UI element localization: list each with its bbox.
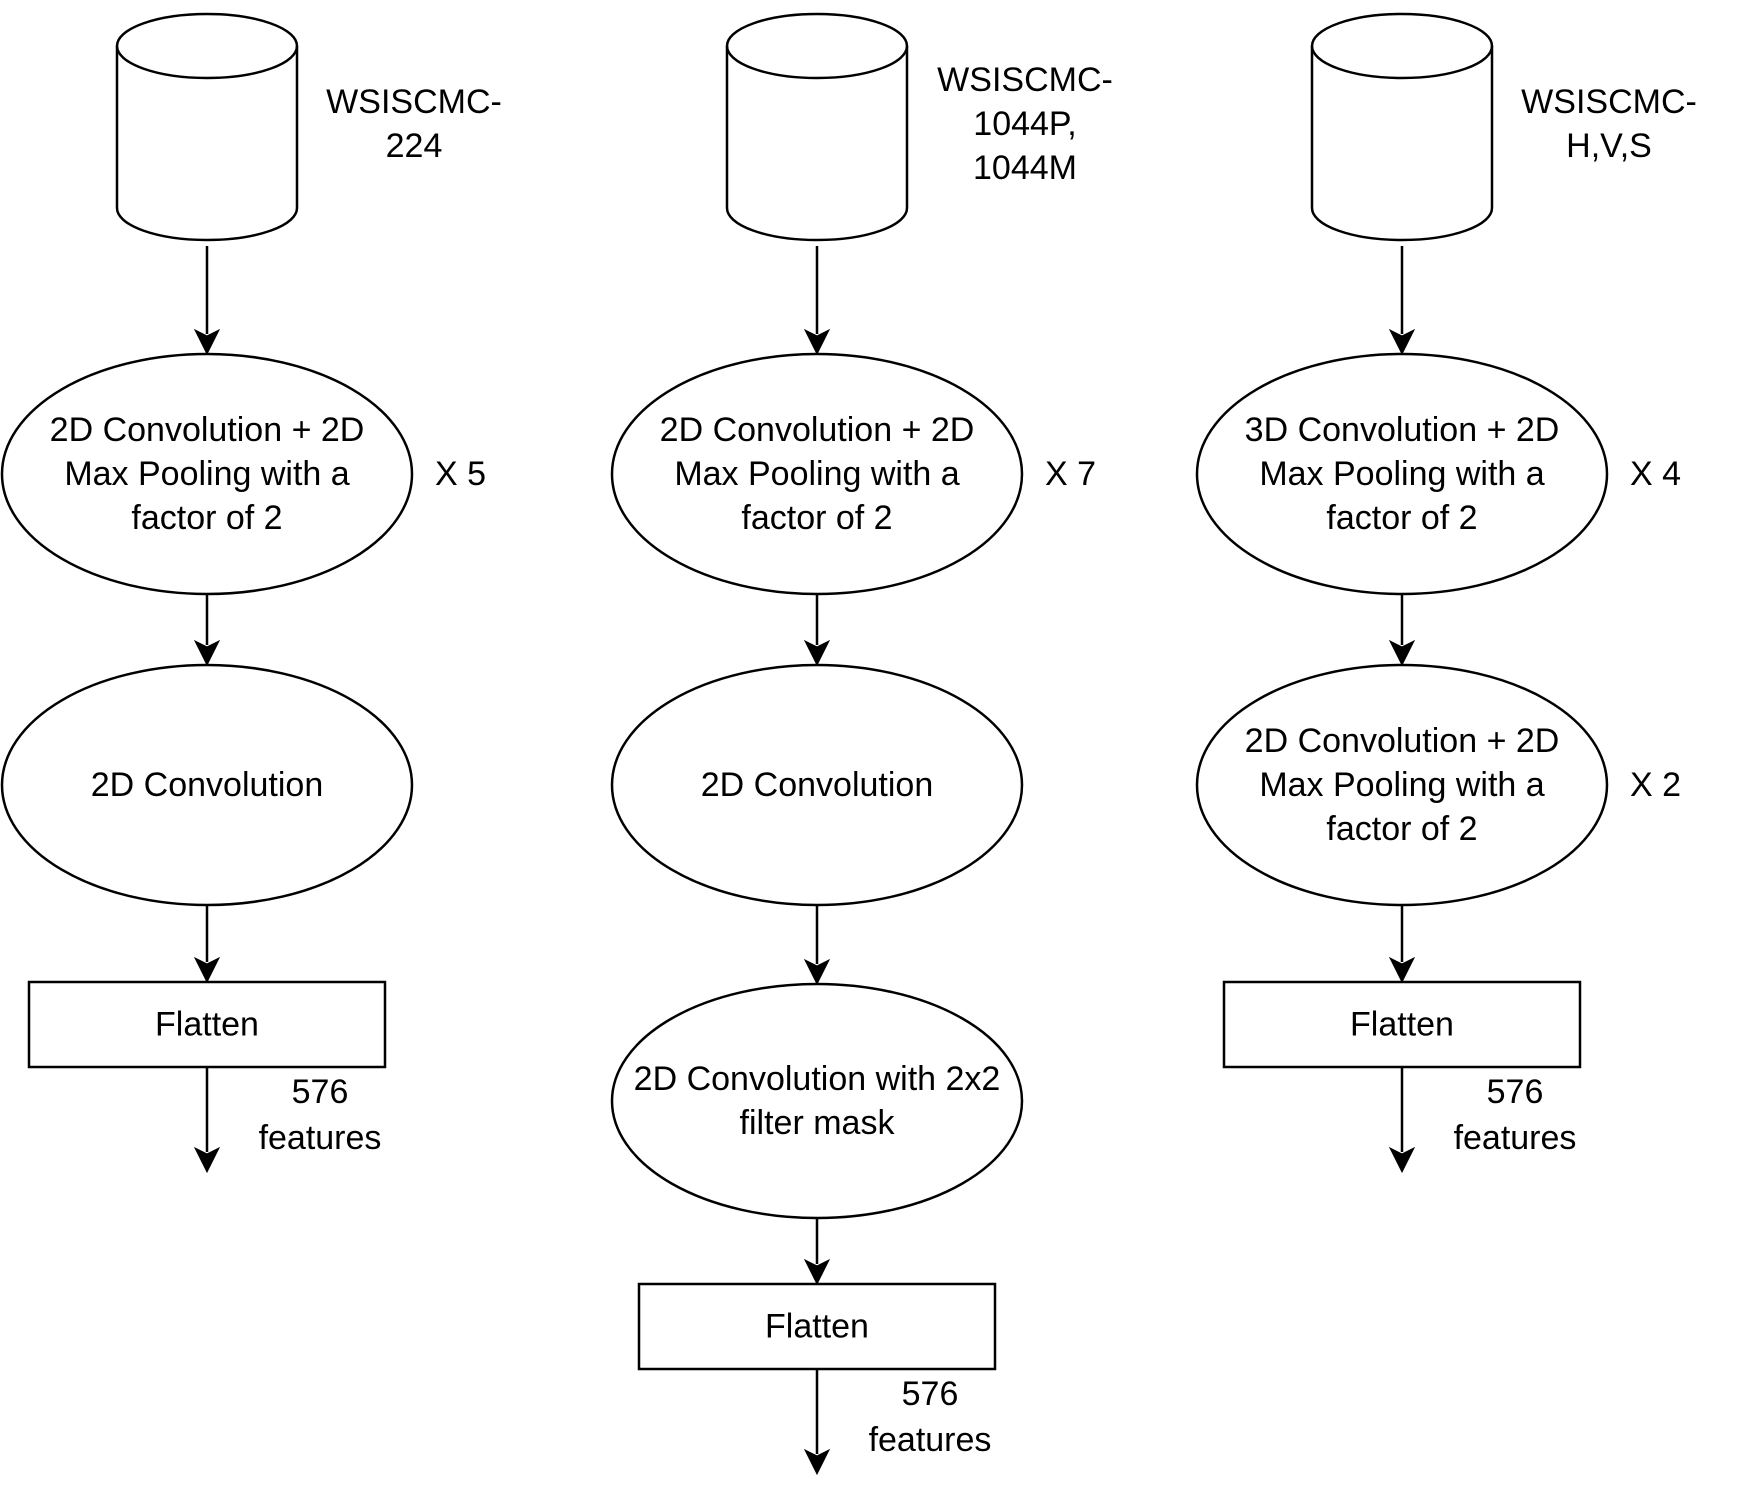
output-label-line: 576 — [292, 1073, 349, 1111]
layer-label-line: factor of 2 — [1326, 499, 1477, 537]
flatten-label: Flatten — [765, 1308, 869, 1346]
flatten-box: Flatten — [637, 1282, 997, 1371]
dataset-label-line: WSISCMC- — [326, 83, 502, 121]
layer-label-line: Max Pooling with a — [1259, 455, 1544, 493]
repeat-count: X 2 — [1630, 766, 1681, 804]
output-features-label: 576 features — [259, 1073, 382, 1157]
flow-arrow — [803, 905, 831, 986]
layer-label-line: Max Pooling with a — [64, 455, 349, 493]
layer-label-line: 2D Convolution with 2x2 — [634, 1060, 1001, 1098]
layer-block: 2D Convolution + 2D Max Pooling with a fac… — [1195, 663, 1609, 907]
layer-label-line: 2D Convolution + 2D — [660, 411, 975, 449]
flow-arrow — [803, 246, 831, 356]
flow-arrow — [193, 594, 221, 667]
layer-label-line: 2D Convolution — [91, 766, 323, 804]
layer-label-line: 3D Convolution + 2D — [1245, 411, 1560, 449]
output-arrow — [803, 1369, 831, 1476]
dataset-label-line: WSISCMC- — [1521, 83, 1697, 121]
pipeline-col3: WSISCMC- H,V,S 3D Convolution + 2D Max Pool… — [1195, 12, 1697, 1157]
flow-arrow — [193, 246, 221, 356]
pipeline-col2: WSISCMC- 1044P, 1044M 2D Convolution + 2D Ma… — [610, 12, 1113, 1459]
layer-label-line: 2D Convolution + 2D — [1245, 722, 1560, 760]
output-label-line: features — [869, 1421, 992, 1459]
dataset-label-line: 1044P, — [973, 105, 1076, 143]
flow-arrow — [1388, 246, 1416, 356]
layer-label-line: factor of 2 — [741, 499, 892, 537]
dataset-label-line: 224 — [386, 127, 443, 165]
layer-label-line: factor of 2 — [1326, 810, 1477, 848]
output-label-line: 576 — [902, 1375, 959, 1413]
flatten-box: Flatten — [1222, 980, 1582, 1069]
layer-block: 3D Convolution + 2D Max Pooling with a fac… — [1195, 352, 1609, 596]
output-arrow — [193, 1067, 221, 1174]
dataset-label-line: WSISCMC- — [937, 61, 1113, 99]
dataset-label: WSISCMC- H,V,S — [1521, 83, 1697, 165]
dataset-label-line: H,V,S — [1566, 127, 1652, 165]
layer-label-line: factor of 2 — [131, 499, 282, 537]
output-features-label: 576 features — [869, 1375, 992, 1459]
flatten-box: Flatten — [27, 980, 387, 1069]
layer-label-line: 2D Convolution + 2D — [50, 411, 365, 449]
output-label-line: features — [259, 1119, 382, 1157]
flow-arrow — [1388, 594, 1416, 667]
layer-label-line: 2D Convolution — [701, 766, 933, 804]
dataset-label-line: 1044M — [973, 149, 1077, 187]
repeat-count: X 5 — [435, 455, 486, 493]
layer-label-line: filter mask — [740, 1104, 896, 1142]
output-label-line: 576 — [1487, 1073, 1544, 1111]
database-icon — [115, 12, 299, 242]
repeat-count: X 7 — [1045, 455, 1096, 493]
flow-arrow — [1388, 905, 1416, 984]
layer-block: 2D Convolution with 2x2 filter mask — [610, 982, 1024, 1220]
layer-block: 2D Convolution + 2D Max Pooling with a fac… — [0, 352, 414, 596]
pipeline-col1: WSISCMC- 224 2D Convolution + 2D Max Poolin… — [0, 12, 502, 1157]
output-arrow — [1388, 1067, 1416, 1174]
output-label-line: features — [1454, 1119, 1577, 1157]
layer-label-line: Max Pooling with a — [1259, 766, 1544, 804]
repeat-count: X 4 — [1630, 455, 1681, 493]
output-features-label: 576 features — [1454, 1073, 1577, 1157]
flow-arrow — [803, 1218, 831, 1286]
layer-block: 2D Convolution + 2D Max Pooling with a fac… — [610, 352, 1024, 596]
flow-arrow — [193, 905, 221, 984]
flow-arrow — [803, 594, 831, 667]
flatten-label: Flatten — [1350, 1006, 1454, 1044]
flatten-label: Flatten — [155, 1006, 259, 1044]
dataset-label: WSISCMC- 224 — [326, 83, 502, 165]
database-icon — [725, 12, 909, 242]
dataset-label: WSISCMC- 1044P, 1044M — [937, 61, 1113, 187]
layer-label-line: Max Pooling with a — [674, 455, 959, 493]
layer-block: 2D Convolution — [610, 663, 1024, 907]
database-icon — [1310, 12, 1494, 242]
layer-block: 2D Convolution — [0, 663, 414, 907]
